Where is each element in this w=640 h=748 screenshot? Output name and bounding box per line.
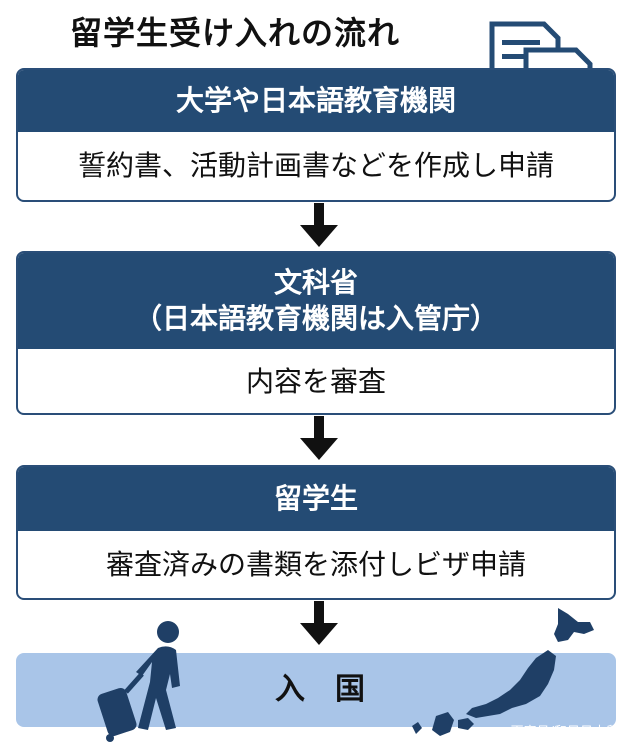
arrow-down-icon (300, 203, 338, 247)
watermark-text: 百家号/和风日本留学 (510, 725, 632, 740)
arrow-down-icon (300, 416, 338, 460)
step-header: 留学生 (18, 467, 614, 531)
step-box-student: 留学生 審査済みの書類を添付しビザ申請 (16, 465, 616, 600)
diagram-title: 留学生受け入れの流れ (70, 14, 401, 52)
step-box-university: 大学や日本語教育機関 誓約書、活動計画書などを作成し申請 (16, 68, 616, 202)
step-header-text: 留学生 (273, 482, 358, 515)
entry-label: 入 国 (275, 672, 365, 707)
step-body-text: 内容を審査 (245, 365, 386, 398)
arrow-down-icon (300, 601, 338, 645)
step-header: 文科省 （日本語教育機関は入管庁） (18, 253, 614, 349)
step-body-text: 審査済みの書類を添付しビザ申請 (105, 548, 526, 581)
step-box-ministry: 文科省 （日本語教育機関は入管庁） 内容を審査 (16, 251, 616, 415)
japan-map-icon (412, 608, 594, 736)
step-header-text: 文科省 (273, 266, 358, 299)
step-header-subtext: （日本語教育機関は入管庁） (133, 302, 498, 335)
step-header: 大学や日本語教育機関 (18, 70, 614, 132)
step-header-text: 大学や日本語教育機関 (175, 84, 456, 117)
step-body-text: 誓約書、活動計画書などを作成し申請 (77, 149, 554, 182)
traveler-icon (97, 621, 180, 742)
